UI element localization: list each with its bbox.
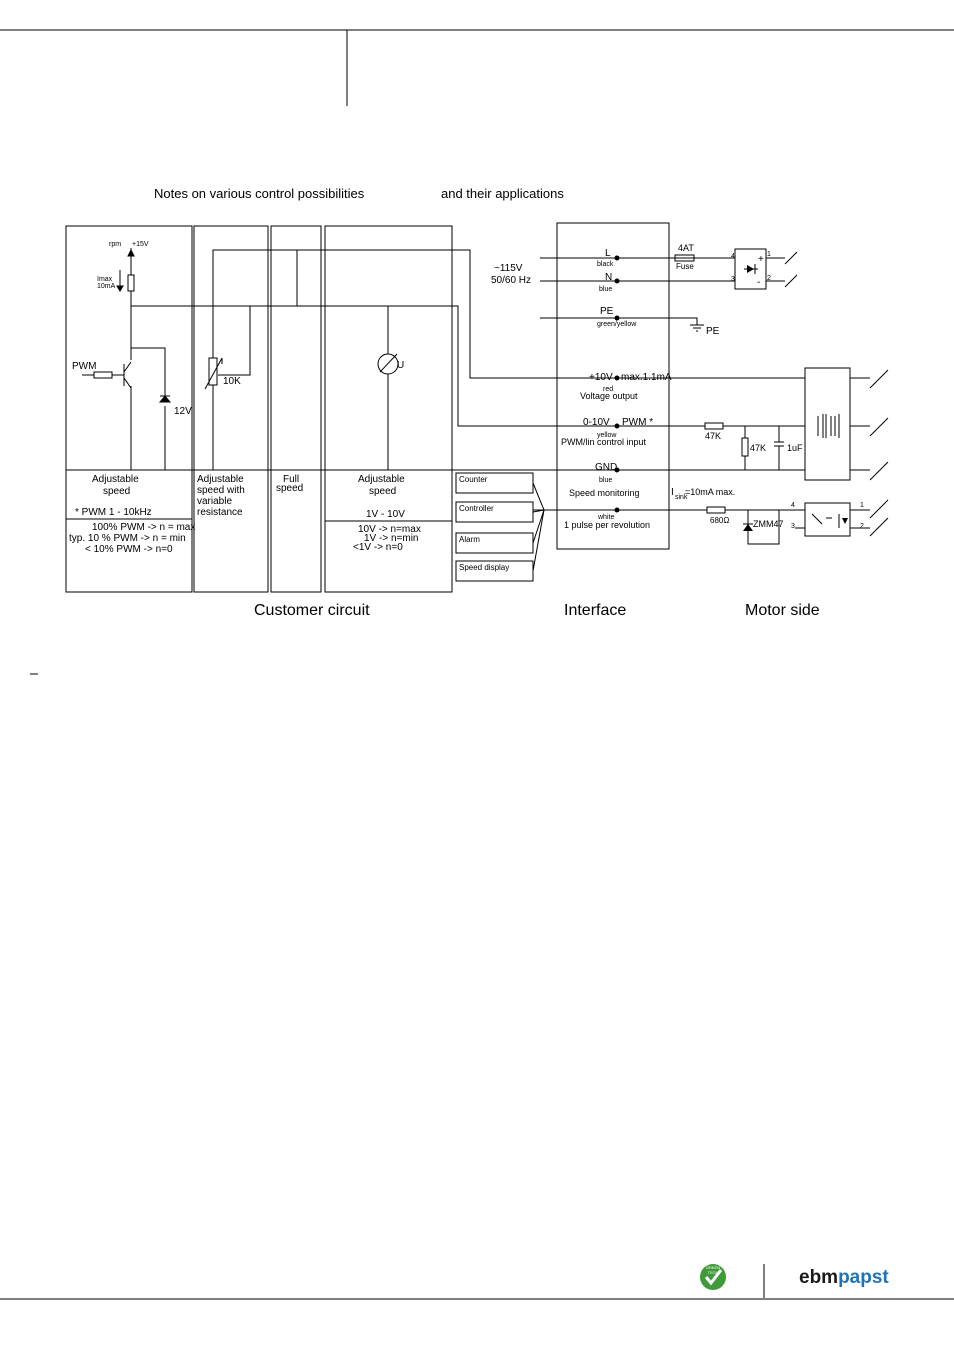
term-gnd-color: blue xyxy=(599,477,612,484)
col2-desc-3: variable xyxy=(197,496,232,507)
resistor-680: 680Ω xyxy=(710,516,729,525)
capacitor-1uf: 1uF xyxy=(787,443,803,453)
col4-title-2: speed xyxy=(369,486,396,497)
opto-pin-1: 1 xyxy=(860,502,864,509)
zener-diode-icon xyxy=(743,524,753,531)
col1-title-1: Adjustable xyxy=(92,474,139,485)
app-controller: Controller xyxy=(459,504,494,513)
app-alarm: Alarm xyxy=(459,535,480,544)
app-speed-display: Speed display xyxy=(459,563,509,572)
pot-value: 10K xyxy=(223,376,241,387)
imax-value: 10mA xyxy=(97,283,116,290)
green-tech-text-1: GREEN xyxy=(706,1265,720,1270)
brand-papst: papst xyxy=(838,1267,889,1288)
v15-label: +15V xyxy=(132,241,149,248)
rect-plus: + xyxy=(758,254,764,265)
col4-title-1: Adjustable xyxy=(358,474,405,485)
term-N-color: blue xyxy=(599,286,612,293)
diagram-title-left: Notes on various control possibilities xyxy=(154,186,365,201)
interface-box xyxy=(556,222,805,550)
green-tech-text-2: TECH xyxy=(708,1270,719,1275)
term-10v-max: max.1.1mA xyxy=(621,372,672,383)
col1-components xyxy=(93,248,172,403)
zener-zmm47: ZMM47 xyxy=(753,519,784,529)
svg-text:ebmpapst: ebmpapst xyxy=(799,1267,889,1288)
term-10v: +10V xyxy=(589,372,613,383)
supply-frequency: 50/60 Hz xyxy=(491,275,531,286)
opto-pin-2: 2 xyxy=(860,523,864,530)
voltage-source xyxy=(377,353,399,375)
term-PE-color: green/yellow xyxy=(597,321,637,328)
col3-desc-2: speed xyxy=(276,483,303,494)
pe-ground-label: PE xyxy=(706,326,720,337)
rect-pin-1: 1 xyxy=(767,251,771,258)
pwm-rule-1: 100% PWM -> n = max xyxy=(92,522,195,533)
imax-label: Imax xyxy=(97,276,113,283)
wires xyxy=(82,248,617,572)
term-ctrl-desc: PWM/lin control input xyxy=(561,437,647,447)
pwm-input-label: PWM xyxy=(72,361,96,372)
term-tacho-desc: 1 pulse per revolution xyxy=(564,520,650,530)
rect-minus: - xyxy=(757,277,760,288)
term-ctrl: 0-10V xyxy=(583,417,610,428)
isink-label: I xyxy=(671,487,674,498)
diagram-title-right: and their applications xyxy=(441,186,564,201)
ebmpapst-logo: ebmpapst xyxy=(799,1267,889,1288)
term-N: N xyxy=(605,272,612,283)
term-L-color: black xyxy=(597,261,614,268)
brand-ebm: ebm xyxy=(799,1267,838,1288)
col2-desc-4: resistance xyxy=(197,507,243,518)
rect-pin-2: 2 xyxy=(767,275,771,282)
opto-pin-3: 3 xyxy=(791,523,795,530)
section-interface: Interface xyxy=(564,602,626,619)
pwm-rule-3: < 10% PWM -> n=0 xyxy=(85,544,173,555)
col2-desc-1: Adjustable xyxy=(197,474,244,485)
supply-voltage: ~115V xyxy=(494,263,523,274)
series-resistor-47k: 47K xyxy=(705,431,721,441)
section-motor-side: Motor side xyxy=(745,602,820,619)
term-L: L xyxy=(605,248,611,259)
term-10v-desc: Voltage output xyxy=(580,391,638,401)
col3-desc-1: Full xyxy=(283,474,299,485)
term-gnd-desc: Speed monitoring xyxy=(569,488,640,498)
opto-led-icon xyxy=(842,518,848,524)
fuse-rating: 4AT xyxy=(678,243,694,253)
term-gnd: GND xyxy=(595,462,617,473)
rect-pin-4: 4 xyxy=(731,253,735,260)
term-tacho-color: white xyxy=(597,514,614,521)
opto-pin-4: 4 xyxy=(791,502,795,509)
shunt-resistor-47k: 47K xyxy=(750,443,766,453)
page-frame xyxy=(0,29,954,1300)
rect-pin-3: 3 xyxy=(731,276,735,283)
green-tech-logo: GREEN TECH xyxy=(700,1264,726,1290)
term-ctrl-pwm: PWM * xyxy=(622,417,653,428)
col4-rule-1: 10V -> n=max xyxy=(358,524,421,535)
app-boxes xyxy=(455,472,534,582)
term-ctrl-color: yellow xyxy=(597,432,617,439)
motor-components xyxy=(674,248,889,545)
col1-title-2: speed xyxy=(103,486,130,497)
terminal-dots xyxy=(614,255,620,513)
rpm-label: rpm xyxy=(109,241,121,248)
term-PE: PE xyxy=(600,306,614,317)
fuse-label: Fuse xyxy=(676,262,694,271)
section-customer-circuit: Customer circuit xyxy=(254,602,370,619)
app-counter: Counter xyxy=(459,475,488,484)
voltage-u-label: U xyxy=(397,360,404,371)
potentiometer xyxy=(204,357,223,390)
col4-rule-3: <1V -> n=0 xyxy=(353,542,403,553)
col4-range: 1V - 10V xyxy=(366,509,405,520)
rectifier-diode-icon xyxy=(747,265,754,273)
isink-value: =10mA max. xyxy=(685,487,735,497)
col2-desc-2: speed with xyxy=(197,485,245,496)
isink-sub: sink xyxy=(675,494,688,501)
pwm-rule-2: typ. 10 % PWM -> n = min xyxy=(69,533,186,544)
term-10v-color: red xyxy=(603,386,613,393)
col4-rule-2: 1V -> n=min xyxy=(364,533,418,544)
pwm-freq-note: * PWM 1 - 10kHz xyxy=(75,507,152,518)
zener-12v-label: 12V xyxy=(174,406,192,417)
